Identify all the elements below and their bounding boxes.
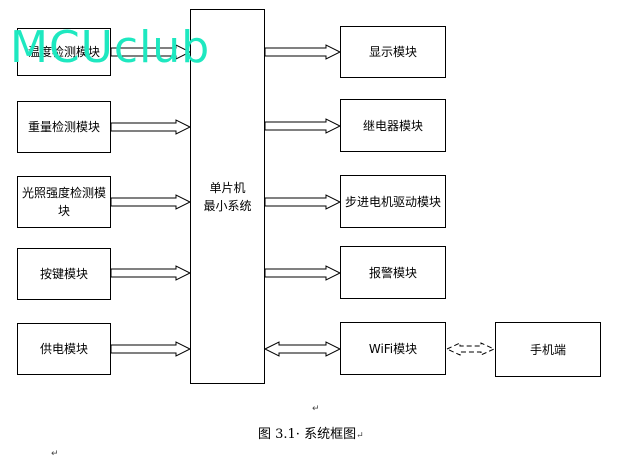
arrow-wifi-phone-dashed [445, 342, 496, 356]
arrow-mcu-wifi-bidirectional [263, 341, 342, 357]
module-light: 光照强度检测模块 [17, 176, 111, 228]
module-weight: 重量检测模块 [17, 101, 111, 153]
phone-label: 手机端 [529, 342, 566, 357]
caption-text: 图 3.1· 系统框图 [258, 427, 357, 442]
arrow-power-to-mcu [110, 341, 192, 357]
module-label: 继电器模块 [362, 118, 423, 133]
arrow-mcu-to-relay [264, 118, 342, 134]
module-label: 报警模块 [368, 265, 417, 280]
arrow-key-to-mcu [110, 265, 192, 281]
arrow-weight-to-mcu [110, 119, 192, 135]
module-label: 供电模块 [39, 342, 88, 356]
figure-caption: 图 3.1· 系统框图↵ [258, 423, 364, 442]
paragraph-mark: ↵ [51, 449, 59, 459]
module-label: 显示模块 [368, 45, 417, 59]
phone-terminal: 手机端 [495, 322, 601, 377]
module-stepper-driver: 步进电机驱动模块 [340, 175, 446, 228]
module-relay: 继电器模块 [340, 99, 446, 152]
mcu-label-line1: 单片机 [209, 180, 246, 195]
paragraph-mark: ↵ [312, 404, 320, 414]
module-alarm: 报警模块 [340, 246, 446, 299]
module-temperature: 温度检测模块 [17, 28, 111, 76]
module-display: 显示模块 [340, 26, 446, 78]
module-label: 温度检测模块 [27, 45, 100, 59]
module-label: 按键模块 [39, 267, 88, 281]
mcu-label-line2: 最小系统 [203, 198, 252, 213]
mcuclub-watermark: MCUclub [10, 22, 211, 73]
module-wifi: WiFi模块 [340, 322, 446, 375]
module-label: 重量检测模块 [27, 120, 100, 134]
arrow-mcu-to-stepper [264, 194, 342, 210]
module-label: 光照强度检测模块 [21, 186, 106, 218]
mcu-minimum-system: 单片机 最小系统 [190, 9, 265, 384]
arrow-mcu-to-display [264, 44, 342, 60]
module-power: 供电模块 [17, 323, 111, 375]
arrow-light-to-mcu [110, 194, 192, 210]
module-keys: 按键模块 [17, 248, 111, 300]
module-label: WiFi模块 [368, 341, 418, 356]
module-label: 步进电机驱动模块 [344, 194, 441, 209]
paragraph-mark: ↵ [356, 431, 364, 441]
arrow-temp-to-mcu [110, 44, 192, 60]
arrow-mcu-to-alarm [264, 265, 342, 281]
